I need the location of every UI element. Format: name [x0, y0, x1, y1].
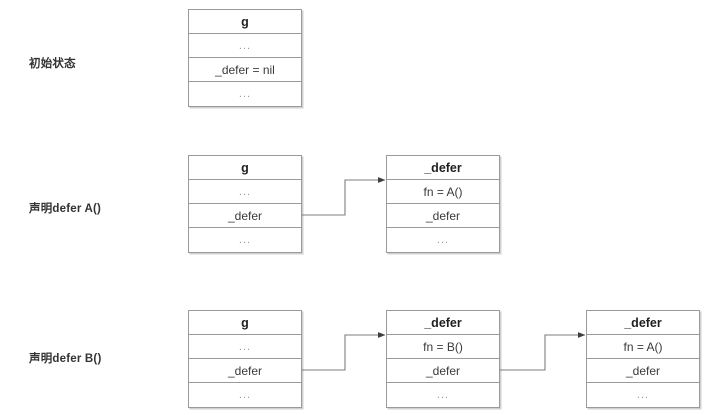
g-struct-row1-cell-ellipsis-top: ... [189, 34, 301, 58]
defer-node-a-row2-cell-fn: fn = A() [387, 180, 499, 204]
defer-node-a-row3-cell-ellipsis: ... [587, 383, 699, 407]
g-struct-row1: g ... _defer = nil ... [188, 9, 302, 107]
g-struct-row2: g ... _defer ... [188, 155, 302, 253]
g-struct-row3-cell-ellipsis-bottom: ... [189, 383, 301, 407]
row-label-declare-defer-a: 声明defer A() [29, 203, 102, 215]
defer-node-b-row3-cell-header: _defer [387, 311, 499, 335]
g-struct-row2-cell-header: g [189, 156, 301, 180]
g-struct-row2-cell-ellipsis-bottom: ... [189, 228, 301, 252]
defer-node-a-row3-cell-defer: _defer [587, 359, 699, 383]
g-struct-row1-cell-header: g [189, 10, 301, 34]
defer-node-a-row2-cell-header: _defer [387, 156, 499, 180]
defer-node-b-row3-cell-defer: _defer [387, 359, 499, 383]
g-struct-row3-cell-defer: _defer [189, 359, 301, 383]
g-struct-row1-cell-ellipsis-bottom: ... [189, 82, 301, 106]
g-struct-row2-cell-ellipsis-top: ... [189, 180, 301, 204]
row-label-initial-state: 初始状态 [29, 58, 76, 70]
g-struct-row3-cell-ellipsis-top: ... [189, 335, 301, 359]
defer-node-a-row2-cell-ellipsis: ... [387, 228, 499, 252]
row-label-declare-defer-b: 声明defer B() [29, 353, 102, 365]
defer-node-b-row3-cell-fn: fn = B() [387, 335, 499, 359]
arrow-row2-g-to-defer-a [302, 177, 386, 216]
defer-node-a-row3-cell-fn: fn = A() [587, 335, 699, 359]
g-struct-row1-cell-defer: _defer = nil [189, 58, 301, 82]
defer-node-a-row2-cell-defer: _defer [387, 204, 499, 228]
g-struct-row3: g ... _defer ... [188, 310, 302, 408]
defer-node-a-row3-cell-header: _defer [587, 311, 699, 335]
defer-node-a-row2: _defer fn = A() _defer ... [386, 155, 500, 253]
defer-node-a-row3: _defer fn = A() _defer ... [586, 310, 700, 408]
arrow-row3-g-to-defer-b [302, 332, 386, 371]
arrow-row3-defer-b-to-defer-a [500, 332, 586, 371]
defer-node-b-row3-cell-ellipsis: ... [387, 383, 499, 407]
defer-node-b-row3: _defer fn = B() _defer ... [386, 310, 500, 408]
g-struct-row3-cell-header: g [189, 311, 301, 335]
g-struct-row2-cell-defer: _defer [189, 204, 301, 228]
